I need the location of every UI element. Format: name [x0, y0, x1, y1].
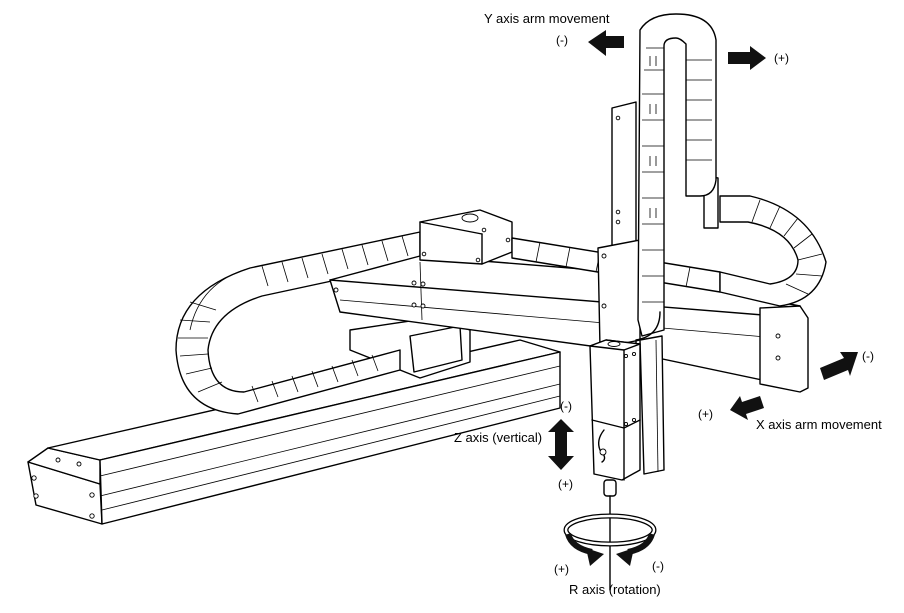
- right-cable-carrier: [719, 195, 827, 307]
- y-arm-beam: [329, 255, 809, 393]
- y-arm-end-cap: [759, 305, 809, 393]
- x-minus-arrow: [820, 352, 858, 380]
- vertical-cable-carrier: [635, 13, 717, 341]
- z-axis-minus-sign: (-): [560, 399, 572, 413]
- z-axis-plus-sign: (+): [558, 477, 573, 491]
- z-axis-label: Z axis (vertical): [454, 430, 543, 445]
- x-axis-minus-sign: (-): [862, 349, 874, 363]
- base-rail-side: [99, 351, 561, 525]
- head-motor-body: [589, 339, 641, 481]
- r-axis-minus-sign: (-): [652, 559, 664, 573]
- tool-shaft: [603, 479, 617, 497]
- y-axis-plus-sign: (+): [774, 51, 789, 65]
- x-axis-plus-sign: (+): [698, 407, 713, 421]
- x-plus-arrow: [730, 396, 764, 420]
- x-slider-block: [349, 317, 471, 379]
- y-motor-box: [419, 209, 513, 265]
- y-minus-arrow: [588, 30, 624, 56]
- r-axis-plus-sign: (+): [554, 562, 569, 576]
- r-rotation-arrows: [563, 513, 657, 566]
- x-axis-label: X axis arm movement: [756, 417, 882, 432]
- left-cable-carrier: [175, 231, 421, 415]
- y-plus-arrow: [728, 46, 766, 70]
- r-axis-label: R axis (rotation): [569, 582, 661, 597]
- y-axis-label: Y axis arm movement: [484, 11, 610, 26]
- z-double-arrow: [548, 419, 574, 470]
- z-r-head: [589, 335, 665, 591]
- y-axis-minus-sign: (-): [556, 33, 568, 47]
